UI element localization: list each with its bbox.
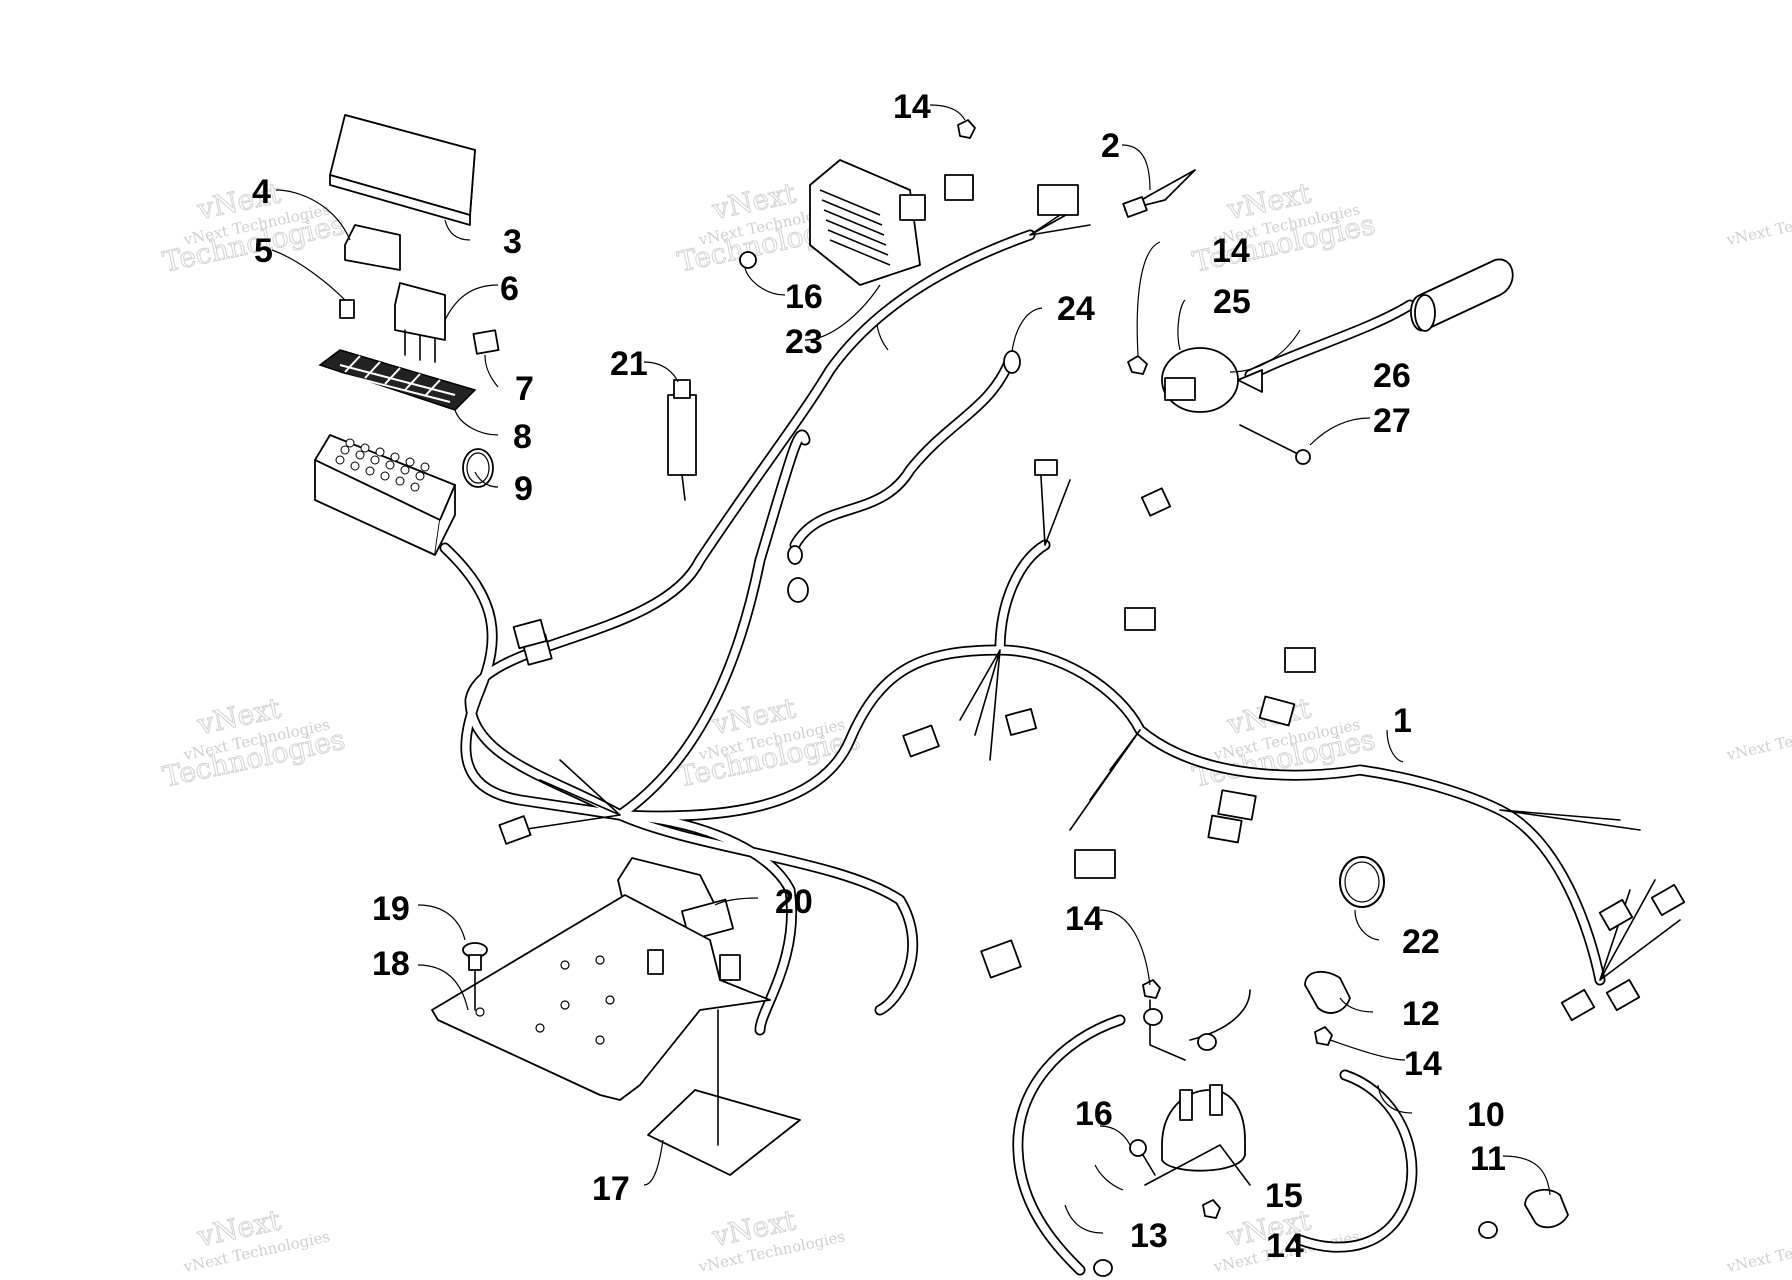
wire-branches bbox=[519, 209, 1681, 1041]
ignition-switch bbox=[1161, 347, 1263, 413]
watermark: vNext Technologies bbox=[1724, 200, 1792, 249]
callout-18: 18 bbox=[372, 945, 410, 983]
callout-25: 25 bbox=[1213, 283, 1251, 321]
watermark-layer: vNext Technologies vNext Technologies vN… bbox=[159, 176, 1792, 1276]
callout-16: 16 bbox=[785, 278, 823, 316]
callout-7: 7 bbox=[515, 370, 534, 408]
watermark: vNext Technologies bbox=[1724, 715, 1792, 764]
fuse-block-base bbox=[314, 434, 456, 556]
callout-27: 27 bbox=[1373, 402, 1411, 440]
callout-20: 20 bbox=[775, 883, 813, 921]
watermark: vNext Technologies vNext Technologies bbox=[1189, 176, 1378, 279]
speed-sensor bbox=[667, 379, 697, 501]
callout-1: 1 bbox=[1393, 702, 1412, 740]
callout-6: 6 bbox=[500, 270, 519, 308]
callout-5: 5 bbox=[254, 232, 273, 270]
starter-solenoid bbox=[1144, 1084, 1251, 1186]
hex-nut bbox=[1127, 355, 1148, 375]
relay-small bbox=[344, 224, 401, 271]
callout-14-switch-nut: 14 bbox=[1212, 232, 1250, 270]
callout-14-regulator-nut: 14 bbox=[893, 88, 931, 126]
callout-8: 8 bbox=[513, 418, 532, 456]
mounting-plate bbox=[431, 894, 771, 1101]
watermark: vNext Technologies vNext bbox=[696, 1203, 846, 1276]
terminal-boot bbox=[1304, 970, 1351, 1014]
callout-11: 11 bbox=[1470, 1140, 1506, 1178]
watermark: vNext Technologies vNext Technologies bbox=[159, 691, 348, 794]
handle-grip bbox=[1410, 258, 1514, 332]
harness-connectors bbox=[498, 459, 1686, 1022]
voltage-regulator bbox=[809, 159, 1079, 286]
callout-14-boot-nut: 14 bbox=[1404, 1045, 1442, 1083]
fuse-box-cover bbox=[329, 114, 476, 226]
callout-14: 14 bbox=[1065, 900, 1103, 938]
callout-19: 19 bbox=[372, 890, 410, 928]
watermark: vNext Technologies vNext Technologies bbox=[159, 176, 348, 279]
terminal-boot bbox=[1524, 1188, 1569, 1229]
callout-16-solenoid-screw: 16 bbox=[1075, 1095, 1113, 1133]
fuse-label-sheet bbox=[318, 349, 477, 411]
callout-23: 23 bbox=[785, 323, 823, 361]
relay-large bbox=[394, 282, 446, 363]
callout-22: 22 bbox=[1402, 923, 1440, 961]
callout-12: 12 bbox=[1402, 995, 1440, 1033]
screw bbox=[739, 251, 757, 269]
callout-13: 13 bbox=[1130, 1217, 1168, 1255]
cable-clamp bbox=[1339, 856, 1385, 908]
hex-nut bbox=[957, 119, 976, 139]
callout-26: 26 bbox=[1373, 357, 1411, 395]
callout-21: 21 bbox=[610, 345, 648, 383]
callout-24: 24 bbox=[1057, 290, 1095, 328]
callout-4: 4 bbox=[252, 173, 271, 211]
terminal-connector bbox=[1122, 169, 1196, 218]
watermark-text: vNext Technologies bbox=[1724, 200, 1792, 249]
clamp-ring bbox=[462, 448, 494, 488]
adhesive-pad bbox=[647, 1009, 801, 1176]
callout-9: 9 bbox=[514, 470, 533, 508]
callout-labels: 1 2 3 4 5 6 7 8 9 10 11 12 13 14 15 16 1… bbox=[252, 88, 1506, 1265]
watermark: vNext Technologies bbox=[1724, 1227, 1792, 1276]
screw bbox=[1129, 1139, 1156, 1176]
callout-2: 2 bbox=[1101, 127, 1120, 165]
hex-nut bbox=[1202, 1199, 1221, 1219]
callout-3: 3 bbox=[503, 223, 522, 261]
push-rivet bbox=[462, 942, 488, 1011]
watermark-text: vNext Technologies bbox=[1724, 1227, 1792, 1276]
callout-10: 10 bbox=[1467, 1096, 1505, 1134]
watermark-text: vNext Technologies bbox=[1724, 715, 1792, 764]
watermark: vNext Technologies vNext bbox=[181, 1203, 331, 1276]
hex-nut bbox=[1142, 979, 1186, 1061]
callout-17: 17 bbox=[592, 1170, 630, 1208]
electronic-control-unit bbox=[617, 857, 734, 942]
blade-fuse bbox=[472, 329, 500, 355]
callout-15: 15 bbox=[1265, 1177, 1303, 1215]
hex-nut bbox=[1314, 1026, 1333, 1046]
mini-fuse bbox=[339, 299, 355, 319]
callout-14-solenoid-nut: 14 bbox=[1266, 1227, 1304, 1265]
leader-lines bbox=[271, 104, 1551, 1234]
screw bbox=[1239, 424, 1311, 465]
ring-terminals bbox=[787, 350, 1498, 1277]
main-wiring-harness bbox=[439, 229, 1606, 1276]
